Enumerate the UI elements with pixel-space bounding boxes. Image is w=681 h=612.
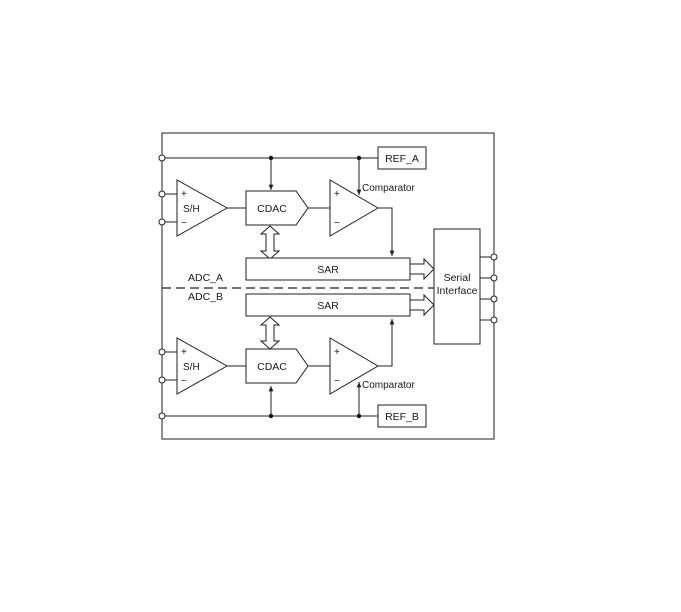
sar-b-bus-arrow [409, 293, 435, 317]
bidirectional-arrow-a [259, 225, 281, 260]
sh-minus: − [181, 218, 187, 229]
cdac-label: CDAC [257, 203, 287, 215]
pin-serial-2 [490, 274, 498, 282]
pin-serial-4 [490, 316, 498, 324]
cdac-a [245, 190, 309, 226]
sh-minus: − [181, 376, 187, 387]
bidirectional-arrow-b [259, 316, 281, 350]
sar-a-bus-arrow [409, 257, 435, 281]
pin-ain-a-minus [158, 218, 166, 226]
ref-b-label: REF_B [385, 411, 419, 423]
serial-interface-label-2: Interface [437, 285, 478, 297]
sar-b-label: SAR [317, 300, 339, 312]
adc-a-label: ADC_A [188, 272, 223, 284]
sh-plus: + [181, 189, 187, 200]
pin-serial-1 [490, 253, 498, 261]
comp-plus: + [334, 189, 340, 200]
pin-ain-b-minus [158, 376, 166, 384]
pin-ref-a [158, 154, 166, 162]
sample-hold-b [176, 337, 229, 395]
pin-ain-b-plus [158, 348, 166, 356]
comparator-b-label: Comparator [362, 380, 415, 391]
comp-plus: + [334, 347, 340, 358]
comp-minus: − [334, 218, 340, 229]
ref-a-label: REF_A [385, 153, 419, 165]
cdac-b [245, 348, 309, 384]
sh-label: S/H [183, 204, 200, 215]
pin-ref-b [158, 412, 166, 420]
pin-ain-a-plus [158, 190, 166, 198]
ref-b-box [377, 404, 427, 428]
sar-a-label: SAR [317, 264, 339, 276]
adc-b-label: ADC_B [188, 291, 223, 303]
comp-minus: − [334, 376, 340, 387]
comparator-a [329, 179, 379, 237]
cdac-label: CDAC [257, 361, 287, 373]
chip-outline [161, 132, 495, 440]
serial-interface-label-1: Serial [444, 272, 471, 284]
comparator-b [329, 337, 379, 395]
sample-hold-a [176, 179, 229, 237]
comparator-a-label: Comparator [362, 183, 415, 194]
ref-a-box [377, 146, 427, 170]
sh-label: S/H [183, 362, 200, 373]
sh-plus: + [181, 347, 187, 358]
serial-interface-block [433, 228, 481, 345]
pin-serial-3 [490, 295, 498, 303]
